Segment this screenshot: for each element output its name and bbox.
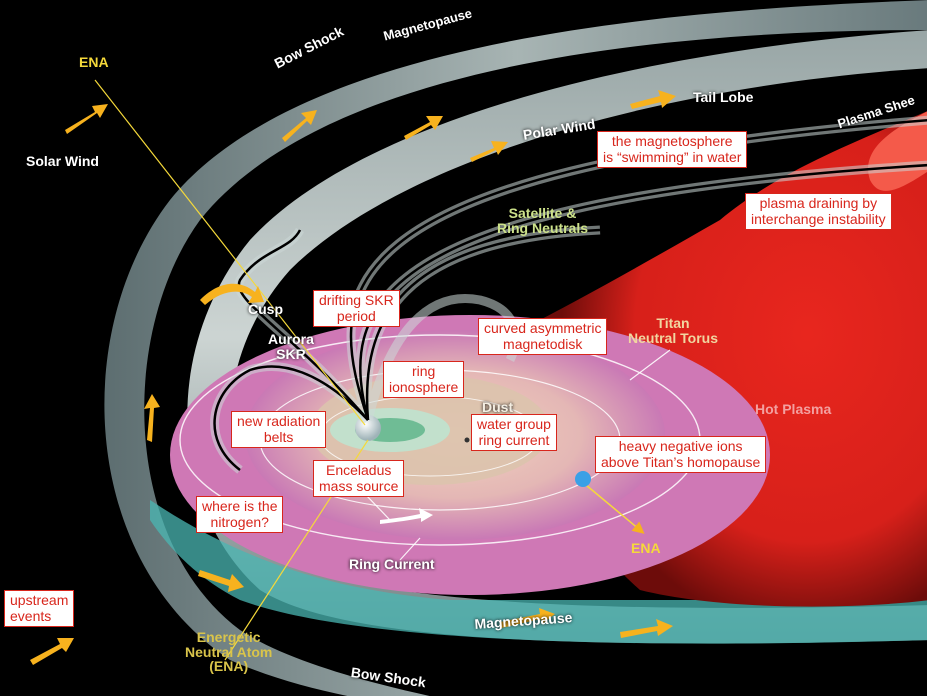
lower-sheet <box>150 500 927 644</box>
magnetopause-band <box>187 30 927 644</box>
cusp-label: Cusp <box>248 301 283 317</box>
ring-current-label: Ring Current <box>349 556 435 572</box>
energetic-neutral-atom-label: Energetic Neutral Atom (ENA) <box>185 629 273 675</box>
ena-label-top: ENA <box>79 54 109 70</box>
ena-line-top <box>94 79 366 426</box>
ring-current-arrow <box>380 508 433 524</box>
ena-label-bottom: ENA <box>631 540 661 556</box>
flow-arrows <box>30 90 676 665</box>
hot-plasma-label: Hot Plasma <box>755 401 832 417</box>
satellite-ring-neutrals-label: Satellite & Ring Neutrals <box>497 205 589 236</box>
aurora-skr-label: Aurora SKR <box>268 331 314 362</box>
solar-wind-label: Solar Wind <box>26 153 99 169</box>
titan-moon <box>575 471 591 487</box>
titan-neutral-torus-label: Titan Neutral Torus <box>628 315 718 346</box>
dust-label: Dust <box>482 399 514 415</box>
ena-line-titan <box>579 479 645 534</box>
tail-lobe-label: Tail Lobe <box>693 89 754 105</box>
